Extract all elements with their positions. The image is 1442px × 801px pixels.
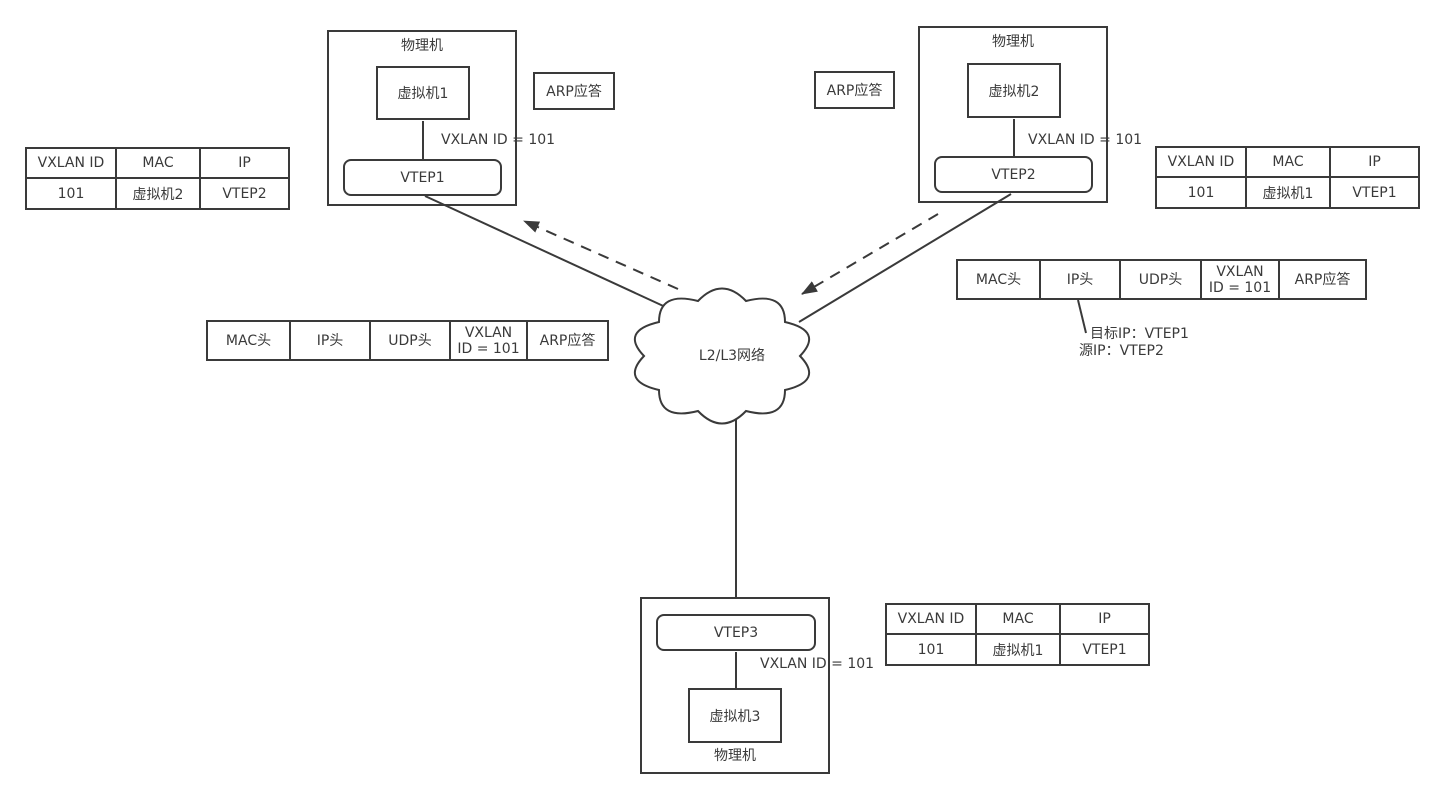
arrow-vtep2-to-cloud [801, 213, 939, 295]
packet-cell-vxlan-id: VXLAN ID = 101 [449, 322, 526, 359]
vm3-box: 虚拟机3 [688, 688, 782, 743]
column-header: VXLAN ID [897, 611, 965, 627]
table-cell: 101 [27, 177, 115, 208]
packet-cell-mac-header: MAC头 [975, 271, 1022, 288]
column-header: MAC [1245, 148, 1329, 176]
arp-reply-box-left: ARP应答 [533, 72, 615, 110]
packet-cell-mac-header: MAC头 [225, 332, 272, 349]
packet-cell-arp-reply: ARP应答 [526, 322, 607, 359]
vxlan-id-label-host3: VXLAN ID = 101 [760, 656, 875, 672]
arp-reply-box-right: ARP应答 [814, 71, 895, 109]
column-header: IP [1329, 148, 1418, 176]
link-vtep2-cloud [798, 193, 1012, 323]
host2-label: 物理机 [992, 34, 1034, 50]
mapping-table-bottom: VXLAN ID MAC IP 101 虚拟机1 VTEP1 [885, 603, 1150, 666]
column-header: MAC [115, 149, 199, 177]
callout-dest-ip: 目标IP：VTEP1 [1090, 326, 1189, 342]
packet-cell-ip-header: IP头 [1039, 261, 1119, 298]
link-vtep1-cloud [424, 195, 673, 311]
host2-box: 物理机 [918, 26, 1108, 203]
vtep2-box: VTEP2 [934, 156, 1093, 193]
packet-cell-udp-header: UDP头 [369, 322, 449, 359]
packet-cell-arp-reply: ARP应答 [1278, 261, 1365, 298]
table-cell: 虚拟机1 [1245, 176, 1329, 207]
callout-src-ip: 源IP：VTEP2 [1079, 343, 1164, 359]
packet-cell-udp-header: UDP头 [1119, 261, 1200, 298]
packet-cell-vxlan-id: VXLAN ID = 101 [1200, 261, 1278, 298]
table-cell: 101 [887, 633, 975, 664]
vm1-box: 虚拟机1 [376, 66, 470, 120]
table-cell: 虚拟机2 [115, 177, 199, 208]
host1-label: 物理机 [401, 38, 443, 54]
vtep1-box: VTEP1 [343, 159, 502, 196]
column-header: VXLAN ID [1167, 154, 1235, 170]
packet-table-right: MAC头 IP头 UDP头 VXLAN ID = 101 ARP应答 [956, 259, 1367, 300]
table-cell: 虚拟机1 [975, 633, 1059, 664]
column-header: IP [1059, 605, 1148, 633]
packet-cell-ip-header: IP头 [289, 322, 369, 359]
table-cell: VTEP2 [199, 177, 288, 208]
vxlan-id-label-host2: VXLAN ID = 101 [1028, 132, 1143, 148]
host3-label: 物理机 [714, 748, 756, 764]
vxlan-id-label-host1: VXLAN ID = 101 [441, 132, 556, 148]
vtep3-box: VTEP3 [656, 614, 816, 651]
arrow-cloud-to-vtep1 [523, 220, 679, 290]
packet-table-left: MAC头 IP头 UDP头 VXLAN ID = 101 ARP应答 [206, 320, 609, 361]
table-cell: 101 [1157, 176, 1245, 207]
host3-box: 物理机 [640, 597, 830, 774]
mapping-table-left: VXLAN ID MAC IP 101 虚拟机2 VTEP2 [25, 147, 290, 210]
host1-box: 物理机 [327, 30, 517, 206]
l2l3-network-cloud-shape [633, 287, 811, 425]
table-cell: VTEP1 [1059, 633, 1148, 664]
vm2-box: 虚拟机2 [967, 63, 1061, 118]
column-header: IP [199, 149, 288, 177]
l2l3-network-label: L2/L3网络 [698, 348, 766, 364]
column-header: VXLAN ID [37, 155, 105, 171]
mapping-table-right: VXLAN ID MAC IP 101 虚拟机1 VTEP1 [1155, 146, 1420, 209]
table-cell: VTEP1 [1329, 176, 1418, 207]
callout-pointer-line [1077, 299, 1087, 334]
column-header: MAC [975, 605, 1059, 633]
